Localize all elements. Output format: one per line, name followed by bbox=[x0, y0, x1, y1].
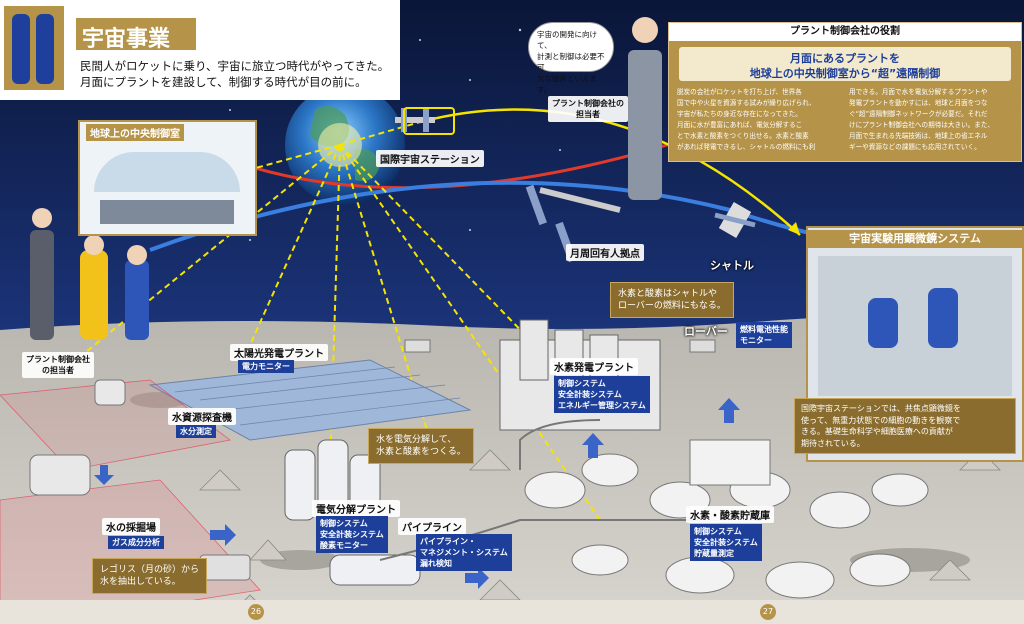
header-panel: 宇宙事業 民間人がロケットに乗り、宇宙に旅立つ時代がやってきた。 月面にプラント… bbox=[0, 0, 400, 100]
moisture-tag: 水分測定 bbox=[176, 425, 216, 438]
right-staff-label: プラント制御会社の 担当者 bbox=[548, 96, 628, 122]
role-body-col-1: 脱炭の会社がロケットを打ち上げ、世界各 国で中や火星を資源する試みが繰り広げられ… bbox=[677, 88, 816, 151]
gas-analysis-tag: ガス成分分析 bbox=[108, 536, 164, 549]
intro-text: 民間人がロケットに乗り、宇宙に旅立つ時代がやってきた。 月面にプラントを建設して… bbox=[80, 58, 389, 90]
earth-control-room-panel: 地球上の中央制御室 bbox=[78, 120, 257, 236]
role-subheading-1: 月面にあるプラントを bbox=[790, 52, 900, 65]
storage-systems: 制御システム 安全計装システム 貯蔵量測定 bbox=[690, 524, 762, 561]
solar-plant-label: 太陽光発電プラント bbox=[230, 344, 328, 361]
microscope-panel: 宇宙実験用顕微鏡システム 国際宇宙ステーションでは、共焦点顕微鏡を 使って、無重… bbox=[794, 226, 1024, 462]
pipeline-systems: パイプライン・ マネジメント・システム 漏れ検知 bbox=[416, 534, 512, 571]
role-panel: プラント制御会社の役割 月面にあるプラントを 地球上の中央制御室から“超”遠隔制… bbox=[668, 22, 1022, 162]
rover-label: ローバー bbox=[684, 325, 728, 338]
role-subheading-2: 地球上の中央制御室から“超”遠隔制御 bbox=[749, 67, 941, 80]
storage-label: 水素・酸素貯蔵庫 bbox=[686, 506, 774, 523]
left-staff-label: プラント制御会社 の担当者 bbox=[22, 352, 94, 378]
speech-line-3: 欠な技術といえます。 bbox=[537, 74, 597, 94]
microscope-title: 宇宙実験用顕微鏡システム bbox=[808, 230, 1022, 248]
mascot-figures bbox=[4, 6, 64, 90]
pipeline-label: パイプライン bbox=[398, 518, 466, 535]
speech-line-1: 宇宙の開発に向けて、 bbox=[537, 30, 597, 50]
intro-line-1: 民間人がロケットに乗り、宇宙に旅立つ時代がやってきた。 bbox=[80, 59, 390, 73]
iss-label: 国際宇宙ステーション bbox=[376, 150, 484, 167]
microscope-note: 国際宇宙ステーションでは、共焦点顕微鏡を 使って、無重力状態での細胞の動きを観察… bbox=[794, 398, 1016, 454]
electrolysis-plant-label: 電気分解プラント bbox=[312, 500, 400, 517]
role-heading: プラント制御会社の役割 bbox=[669, 23, 1021, 41]
h2-power-plant-label: 水素発電プラント bbox=[550, 358, 638, 375]
earth-control-room-title: 地球上の中央制御室 bbox=[86, 124, 184, 141]
page-number-right: 27 bbox=[760, 604, 776, 620]
electrolysis-note: 水を電気分解して、 水素と酸素をつくる。 bbox=[368, 428, 474, 464]
speech-line-2: 計測と制御は必要不可 bbox=[537, 52, 605, 72]
intro-line-2: 月面にプラントを建設して、制御する時代が目の前に。 bbox=[80, 75, 367, 89]
page-number-left: 26 bbox=[248, 604, 264, 620]
power-monitor-tag: 電力モニター bbox=[238, 360, 294, 373]
gateway-label: 月周回有人拠点 bbox=[566, 244, 644, 261]
mining-label: 水の採掘場 bbox=[102, 518, 160, 535]
role-body-col-2: 用できる。月面で水を電気分解するプラントや 発電プラントを動かすには、地球と月面… bbox=[849, 88, 995, 151]
water-probe-label: 水資源探査機 bbox=[168, 408, 236, 425]
electrolysis-systems: 制御システム 安全計装システム 酸素モニター bbox=[316, 516, 388, 553]
speech-bubble: 宇宙の開発に向けて、 計測と制御は必要不可 欠な技術といえます。 bbox=[528, 22, 614, 94]
shuttle-label: シャトル bbox=[710, 259, 754, 272]
fuel-note: 水素と酸素はシャトルや ローバーの燃料にもなる。 bbox=[610, 282, 734, 318]
page-title: 宇宙事業 bbox=[76, 18, 196, 52]
page-title-text: 宇宙事業 bbox=[82, 27, 171, 52]
fuel-cell-monitor-tag: 燃料電池性能 モニター bbox=[736, 322, 792, 348]
h2-power-systems: 制御システム 安全計装システム エネルギー管理システム bbox=[554, 376, 650, 413]
regolith-note: レゴリス（月の砂）から 水を抽出している。 bbox=[92, 558, 208, 594]
